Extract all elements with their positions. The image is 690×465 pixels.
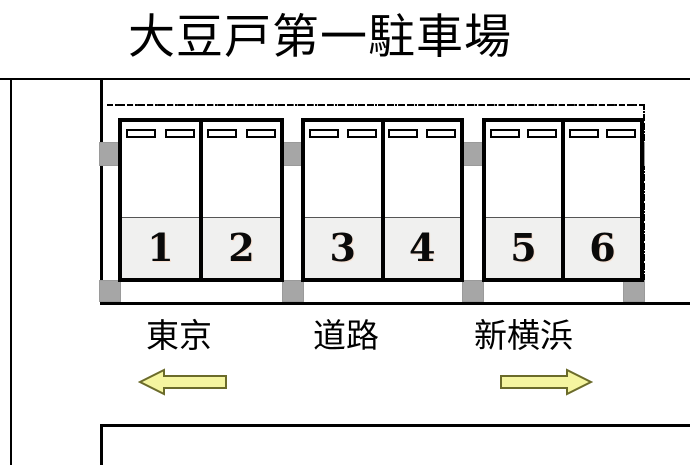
stall-4-wheelstops: [385, 129, 461, 138]
wheelstop-icon: [527, 129, 558, 138]
post-bottom-left: [99, 280, 121, 302]
stall-group-3: 5 6: [482, 118, 644, 282]
stall-5-wheelstops: [486, 129, 561, 138]
wheelstop-icon: [388, 129, 419, 138]
wheelstop-icon: [568, 129, 599, 138]
stall-group-2: 3 4: [301, 118, 464, 282]
stall-2-number-band: 2: [203, 218, 280, 278]
stall-number-label: 2: [228, 225, 255, 270]
wheelstop-icon: [346, 129, 377, 138]
direction-label-shin-yokohama: 新横浜: [474, 316, 573, 355]
lot-edge-line-left: [100, 78, 103, 304]
stall-4-number-band: 4: [384, 218, 460, 278]
stall-1-wheelstops: [122, 129, 199, 138]
wheelstop-icon: [207, 129, 238, 138]
stall-5-bay: [486, 122, 561, 218]
property-boundary-right: [643, 104, 645, 300]
stall-group-1: 1 2: [118, 118, 284, 282]
post-bottom-mid-left: [282, 280, 304, 302]
post-top-mid-right: [462, 142, 484, 166]
stall-number-label: 1: [147, 225, 174, 270]
stall-2-bay: [203, 122, 280, 218]
parking-stall-5[interactable]: 5: [486, 122, 561, 278]
direction-label-tokyo: 東京: [146, 316, 212, 355]
stall-3-bay: [305, 122, 381, 218]
property-boundary-top: [107, 104, 645, 106]
road-lower-edge-line-left: [100, 424, 103, 465]
parking-stall-1[interactable]: 1: [122, 122, 199, 278]
parking-stall-3[interactable]: 3: [305, 122, 381, 278]
post-bottom-right: [623, 280, 645, 302]
stall-5-number-band: 5: [486, 218, 561, 278]
stall-number-label: 5: [510, 225, 537, 270]
wheelstop-icon: [245, 129, 276, 138]
stall-1-bay: [122, 122, 199, 218]
wheelstop-icon: [164, 129, 195, 138]
wheelstop-icon: [489, 129, 520, 138]
post-bottom-mid-right: [462, 280, 484, 302]
stall-number-label: 4: [409, 225, 436, 270]
stall-3-number-band: 3: [305, 218, 381, 278]
wheelstop-icon: [126, 129, 157, 138]
arrow-left-icon: [137, 368, 228, 401]
stall-3-wheelstops: [305, 129, 381, 138]
page-title: 大豆戸第一駐車場: [128, 10, 512, 65]
boundary-line-left: [10, 78, 12, 465]
boundary-line-top: [0, 78, 690, 80]
stall-2-wheelstops: [203, 129, 280, 138]
parking-stall-6[interactable]: 6: [561, 122, 640, 278]
stall-6-bay: [565, 122, 640, 218]
wheelstop-icon: [426, 129, 457, 138]
parking-stall-2[interactable]: 2: [199, 122, 280, 278]
stall-6-wheelstops: [565, 129, 640, 138]
road-upper-edge-line: [100, 302, 690, 305]
stall-1-number-band: 1: [122, 218, 199, 278]
stall-number-label: 3: [329, 225, 356, 270]
parking-stall-4[interactable]: 4: [380, 122, 461, 278]
stall-6-number-band: 6: [565, 218, 640, 278]
wheelstop-icon: [308, 129, 339, 138]
arrow-right-icon: [498, 368, 594, 401]
road-lower-edge-line: [100, 424, 690, 427]
stall-number-label: 6: [589, 225, 616, 270]
wheelstop-icon: [606, 129, 637, 138]
road-label: 道路: [313, 316, 379, 355]
stall-4-bay: [384, 122, 461, 218]
